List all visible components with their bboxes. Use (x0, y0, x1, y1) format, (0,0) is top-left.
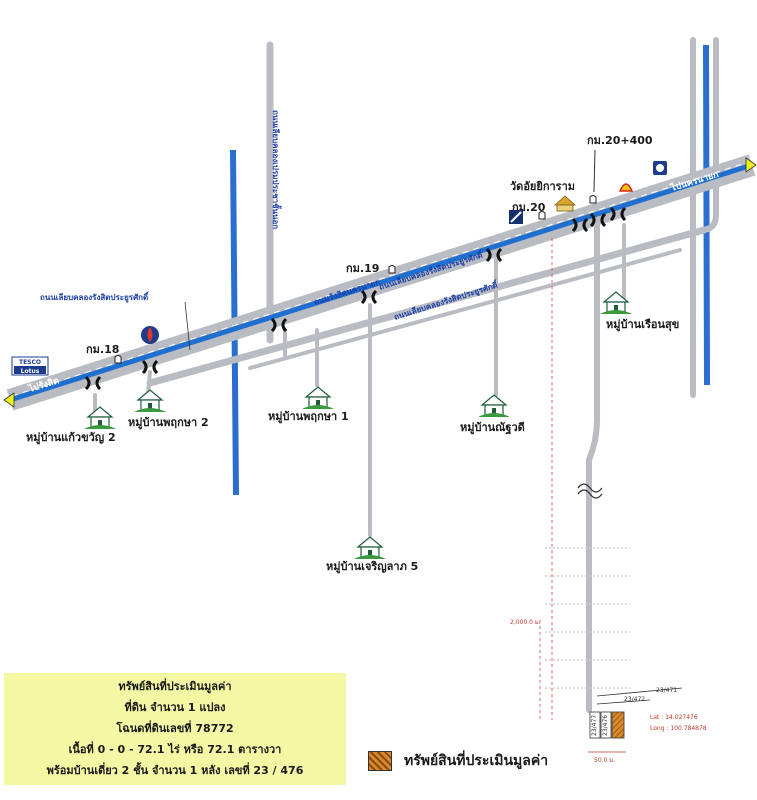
direction-arrows (3, 157, 757, 408)
lot-detail: 23/471 23/472 23/477 23/476 50.0 ม. Lat … (588, 687, 707, 764)
road-break-icon (577, 483, 603, 499)
width-label: 50.0 ม. (594, 757, 615, 764)
frontage-road-left-label: ถนนเลียบคลองรังสิตประยูรศักดิ์ (40, 291, 150, 303)
summary-land-count: ที่ดิน จำนวน 1 แปลง (124, 701, 226, 714)
lot-c-label: 23/476 (602, 715, 609, 736)
legend-key-label: ทรัพย์สินที่ประเมินมูลค่า (404, 753, 549, 769)
ptt-station-icon (141, 326, 159, 344)
distance-label: 2,000.0 ม. (510, 619, 541, 626)
guide-lines (539, 238, 553, 720)
village-5-label: หมู่บ้านณัฐวดี (460, 421, 525, 435)
property-summary-box: ทรัพย์สินที่ประเมินมูลค่า ที่ดิน จำนวน 1… (4, 673, 346, 785)
latitude-label: Lat : 14.027476 (650, 714, 698, 721)
longitude-label: Long : 100.784878 (650, 725, 707, 732)
secondary-roads (93, 37, 719, 713)
village-3-label: หมู่บ้านพฤกษา 1 (268, 410, 349, 424)
lot-d-label: 23/477 (591, 715, 598, 736)
house-icon (477, 394, 511, 418)
house-icon (301, 386, 335, 410)
temple-label: วัดอัยยิการาม (510, 180, 575, 193)
lot-b-label: 23/472 (624, 696, 645, 703)
map-legend: ทรัพย์สินที่ประเมินมูลค่า (368, 750, 548, 772)
house-icon (353, 536, 387, 560)
tesco-lotus-logo: TESCO Lotus (11, 356, 49, 376)
main-road (6, 154, 756, 411)
property-swatch (368, 751, 392, 771)
lotus-logo-text: Lotus (21, 368, 40, 375)
village-1-label: หมู่บ้านแก้วขวัญ 2 (26, 431, 116, 445)
village-6-label: หมู่บ้านเรือนสุข (606, 318, 679, 332)
square-blue-icon (509, 210, 523, 224)
bank-icon (653, 161, 667, 175)
house-icon (599, 291, 633, 315)
house-icon (83, 406, 117, 430)
appraised-property-lot (611, 711, 625, 739)
village-2-label: หมู่บ้านพฤกษา 2 (128, 416, 209, 430)
summary-title: ทรัพย์สินที่ประเมินมูลค่า (118, 680, 232, 693)
km20-400-label: กม.20+400 (587, 134, 653, 147)
summary-building: พร้อมบ้านเดี่ยว 2 ชั้น จำนวน 1 หลัง เลขท… (46, 764, 304, 777)
tesco-logo-text: TESCO (19, 359, 41, 366)
summary-area: เนื้อที่ 0 - 0 - 72.1 ไร่ หรือ 72.1 ตารา… (68, 743, 282, 756)
temple-icon (553, 195, 577, 212)
lot-a-label: 23/471 (656, 687, 677, 694)
summary-deed-number: โฉนดที่ดินเลขที่ 78772 (116, 722, 234, 735)
village-4-label: หมู่บ้านเจริญลาภ 5 (326, 560, 418, 574)
km18-label: กม.18 (86, 343, 119, 356)
house-icon (133, 389, 167, 413)
shell-station-icon (618, 183, 634, 192)
km19-label: กม.19 (346, 262, 379, 275)
vertical-road-label: ถนนเลียบคลองเปรมประชาชั้นนอก (271, 110, 282, 229)
